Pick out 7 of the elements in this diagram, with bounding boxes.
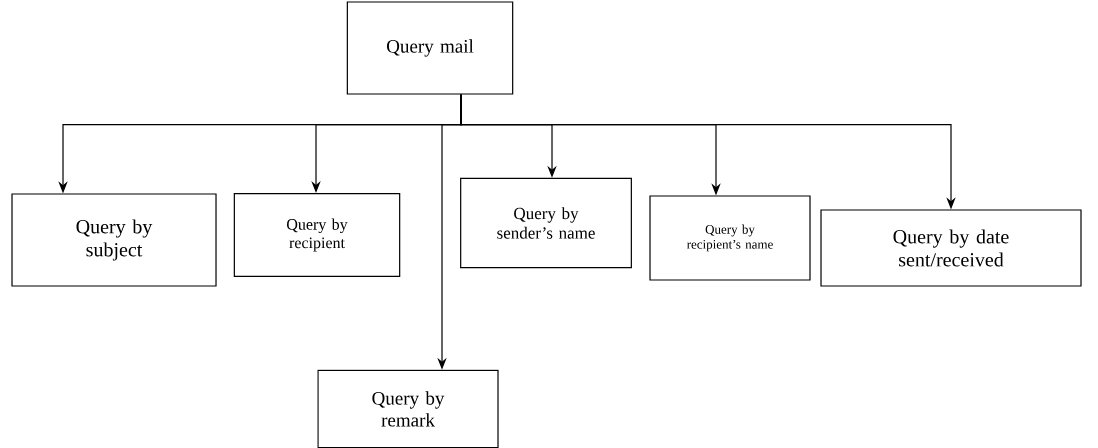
query-box: Query by subject bbox=[11, 193, 217, 287]
query-box: Query by date sent/received bbox=[820, 209, 1082, 287]
root-box: Query mail bbox=[346, 1, 514, 95]
query-box: Query by recipient’s name bbox=[649, 195, 811, 281]
query-box: Query by remark bbox=[317, 369, 499, 448]
query-box: Query by sender’s name bbox=[460, 177, 632, 269]
query-box: Query by recipient bbox=[233, 193, 401, 277]
